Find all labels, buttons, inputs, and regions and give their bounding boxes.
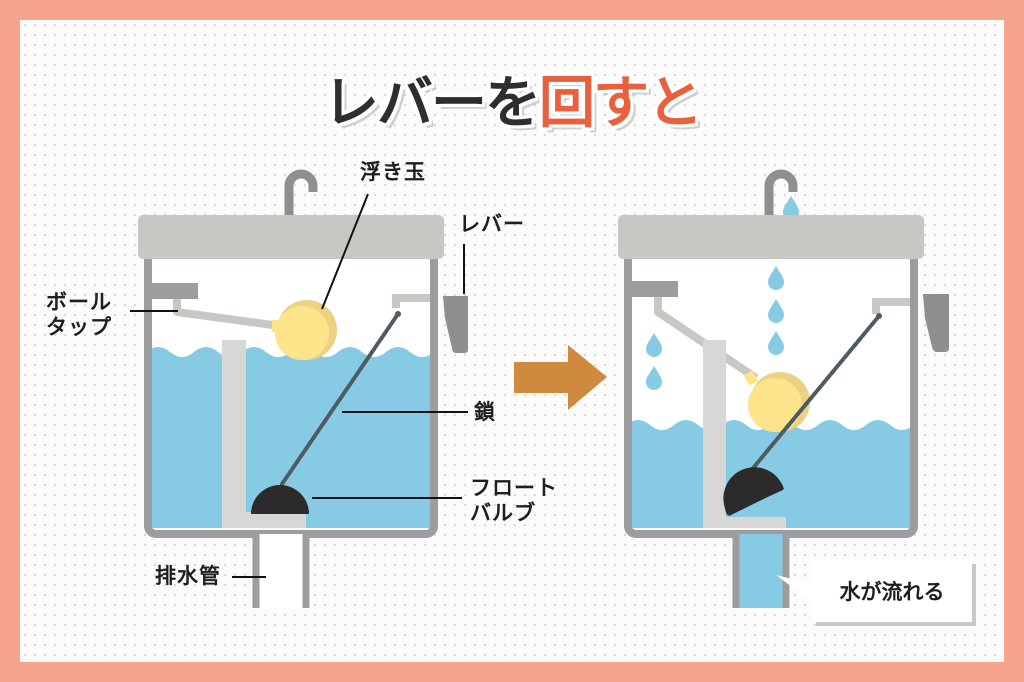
- chain: [280, 312, 400, 486]
- chain: [747, 314, 881, 475]
- float-valve-icon: [251, 485, 309, 514]
- overflow-pipe: [703, 340, 786, 528]
- label-float-valve: フロート バルブ: [470, 476, 558, 525]
- faucet-icon: [764, 169, 798, 216]
- leader-lines: [130, 193, 468, 578]
- label-drain-pipe: 排水管: [155, 564, 221, 588]
- title-dark-part: レバーを: [323, 71, 541, 136]
- label-float-ball: 浮き玉: [360, 160, 426, 184]
- page-title: レバーを回すと: [0, 58, 1024, 139]
- label-ball-tap: ボール タップ: [46, 290, 112, 339]
- water-flows-callout: 水が流れる: [812, 560, 972, 622]
- overflow-pipe: [222, 340, 306, 528]
- ball-tap: [152, 283, 198, 299]
- right-tank: [618, 169, 949, 608]
- title-accent-part: 回すと: [539, 71, 703, 136]
- ball-tap: [632, 281, 678, 297]
- lever-handle-icon: [443, 296, 468, 353]
- tank-lid: [138, 215, 444, 259]
- label-chain: 鎖: [474, 400, 496, 424]
- tank-lid: [618, 215, 924, 259]
- water-flow: [736, 534, 786, 608]
- left-tank: [138, 169, 468, 608]
- label-lever: レバー: [459, 212, 525, 236]
- lever-handle-icon: [923, 294, 949, 352]
- arrow-right-icon: [514, 345, 607, 410]
- faucet-icon: [284, 169, 318, 216]
- callout-pointer: [776, 575, 816, 605]
